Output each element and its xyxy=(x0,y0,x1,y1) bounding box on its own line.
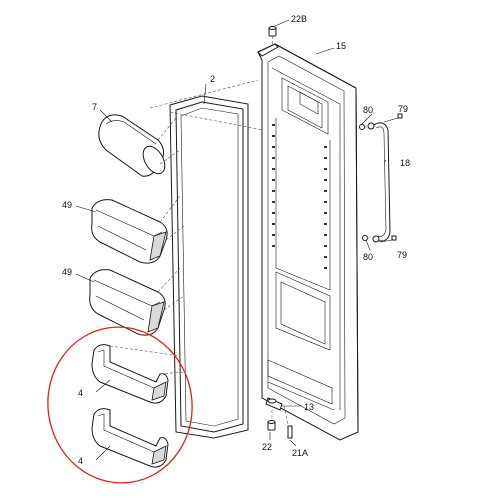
rail-dot xyxy=(272,212,275,214)
callout-13: 13 xyxy=(304,402,314,412)
hinge-screw xyxy=(287,425,293,439)
highlight-circle xyxy=(47,326,193,484)
callout-4-upper: 4 xyxy=(78,388,83,398)
handle-end-cap-bottom xyxy=(379,235,397,243)
shelf-bin-lower xyxy=(91,408,169,468)
top-hinge-bushing xyxy=(268,26,277,46)
rail-dot xyxy=(272,190,275,192)
shelf-bin-upper xyxy=(91,344,185,404)
rail-dot xyxy=(324,146,327,148)
handle-end-cap-top xyxy=(383,113,403,123)
rail-dot xyxy=(324,168,327,170)
door-shell xyxy=(257,43,359,441)
leader-lines xyxy=(75,19,387,461)
handle-screw-bottom xyxy=(362,235,373,241)
rail-dot xyxy=(324,223,327,225)
callout-4-lower: 4 xyxy=(78,456,83,466)
rail-dot xyxy=(272,157,275,159)
door-handle xyxy=(367,122,391,243)
rail-dot xyxy=(272,245,275,247)
rail-dot xyxy=(324,256,327,258)
callout-18: 18 xyxy=(400,158,410,168)
callout-labels: 22B 15 2 7 80 79 18 49 49 80 79 4 13 4 2… xyxy=(62,14,410,466)
door-gasket xyxy=(169,95,249,439)
rail-dots xyxy=(272,124,327,269)
rail-dot xyxy=(324,179,327,181)
callout-15: 15 xyxy=(336,41,346,51)
rail-dot xyxy=(272,146,275,148)
callout-79-top: 79 xyxy=(398,104,408,114)
rail-dot xyxy=(324,267,327,269)
door-bin-upper xyxy=(91,195,185,264)
callout-49-lower: 49 xyxy=(62,267,72,277)
callout-2: 2 xyxy=(210,74,215,84)
callout-49-upper: 49 xyxy=(62,200,72,210)
rail-dot xyxy=(272,168,275,170)
rail-dot xyxy=(272,124,275,126)
callout-22b: 22B xyxy=(291,14,307,24)
rail-dot xyxy=(324,245,327,247)
rail-dot xyxy=(272,179,275,181)
bottom-hinge-bushing xyxy=(267,420,276,431)
callout-79-bottom: 79 xyxy=(397,250,407,260)
alignment-guides xyxy=(149,79,263,131)
dairy-compartment-cover xyxy=(98,114,181,177)
callout-22: 22 xyxy=(262,442,272,452)
bottom-hinge-bracket xyxy=(265,397,289,425)
rail-dot xyxy=(272,223,275,225)
rail-dot xyxy=(324,234,327,236)
callout-80-top: 80 xyxy=(363,105,373,115)
door-bin-lower xyxy=(89,267,185,336)
handle-screw-top xyxy=(359,124,369,130)
rail-dot xyxy=(272,234,275,236)
rail-dot xyxy=(324,212,327,214)
callout-80-bottom: 80 xyxy=(363,252,373,262)
rail-dot xyxy=(272,135,275,137)
rail-dot xyxy=(272,201,275,203)
callout-7: 7 xyxy=(92,102,97,112)
rail-dot xyxy=(324,201,327,203)
rail-dot xyxy=(324,190,327,192)
rail-dot xyxy=(324,157,327,159)
callout-21a: 21A xyxy=(292,448,308,458)
